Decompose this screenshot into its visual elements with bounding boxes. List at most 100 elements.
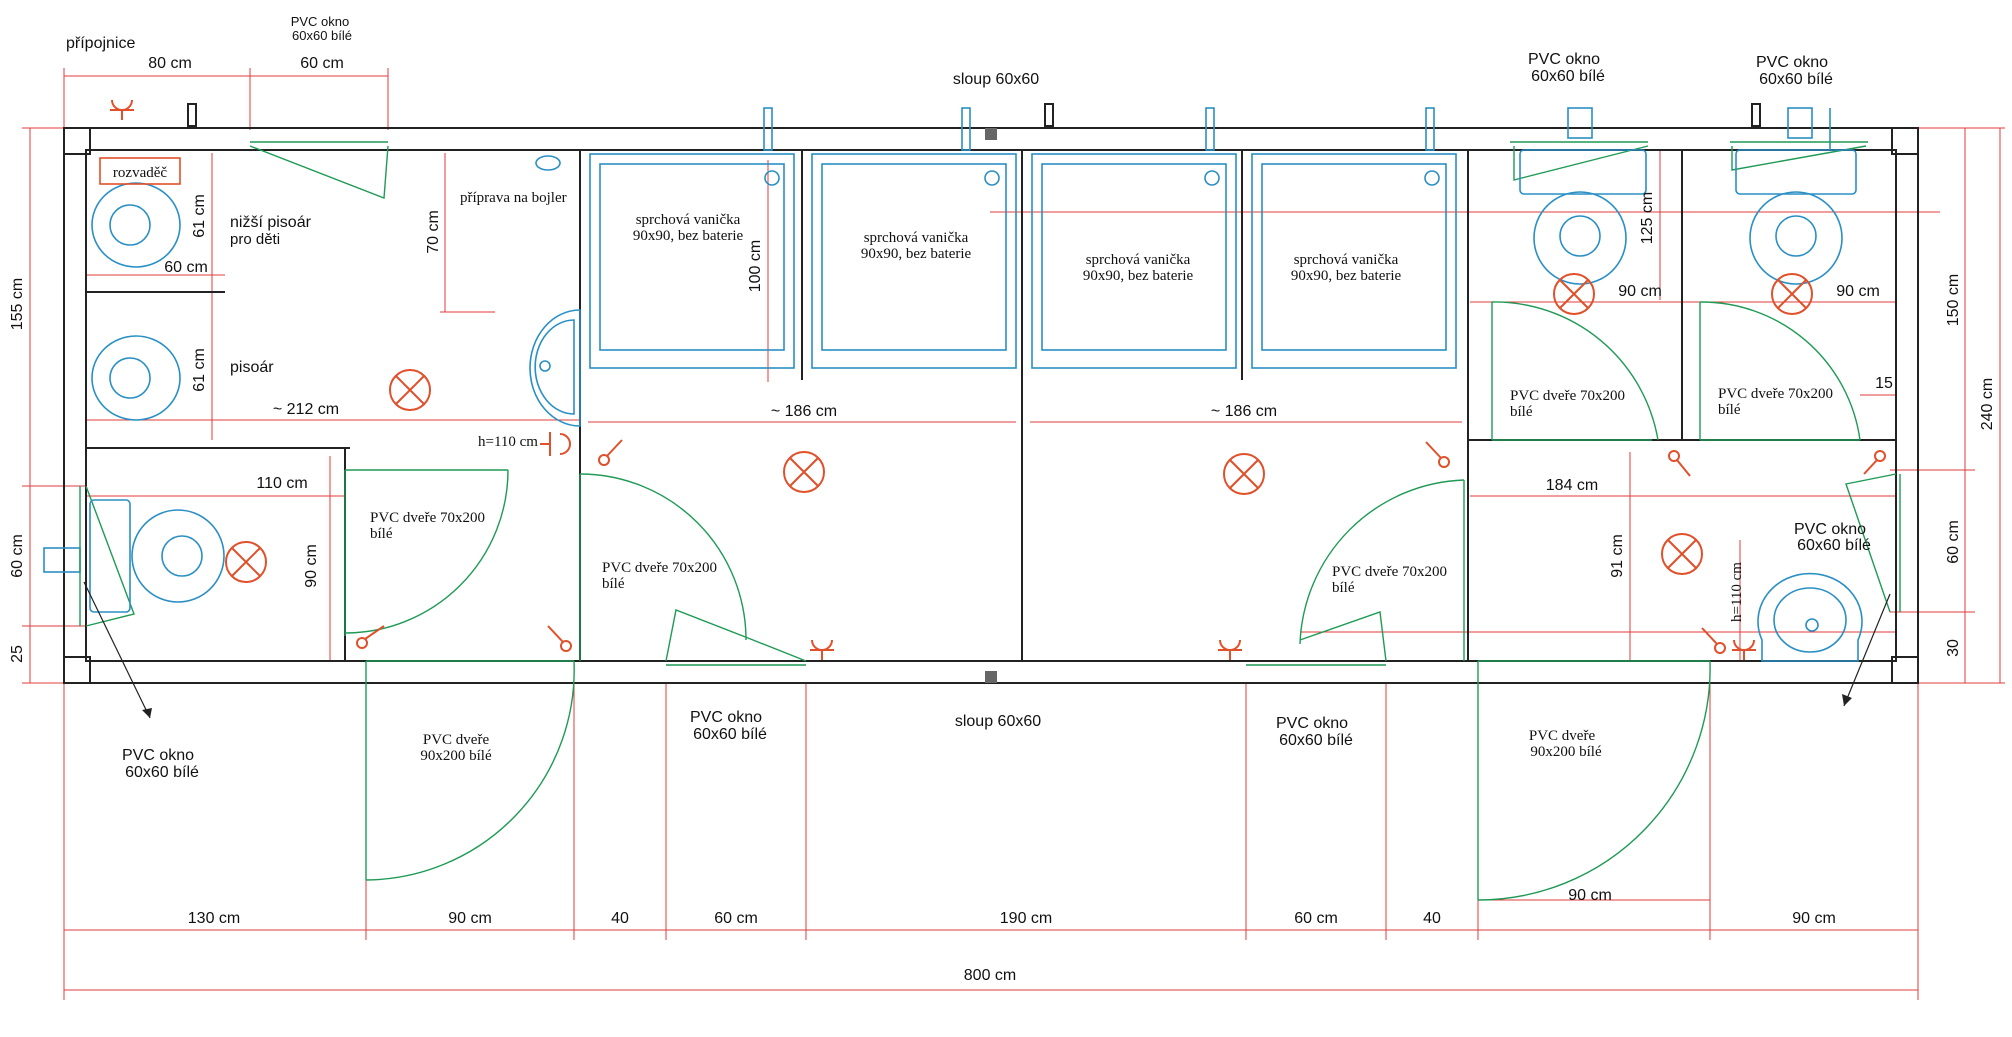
shower-tray-2 <box>811 153 1017 369</box>
dim-15: 15 <box>1875 375 1893 392</box>
ceiling-light-icon <box>1553 273 1595 315</box>
label-shower: sprchová vanička <box>864 230 969 246</box>
label-urinal-kids: nižší pisoár <box>230 214 312 231</box>
dim-top-60: 60 cm <box>300 55 344 72</box>
corner-post-br <box>1891 656 1919 684</box>
shower-tray-3 <box>1031 153 1237 369</box>
fixtures <box>89 149 1863 662</box>
label-window: PVC okno <box>291 14 350 29</box>
label-window: 60x60 bílé <box>1797 537 1871 554</box>
inner-wall <box>85 149 1897 662</box>
label-door: bílé <box>1718 402 1741 418</box>
label-entrance-door: 90x200 bílé <box>1530 744 1602 760</box>
label-door: bílé <box>602 576 625 592</box>
dim-left-25: 25 <box>9 645 26 663</box>
dim-total-800: 800 cm <box>964 967 1016 984</box>
washbasin-icon <box>1757 572 1863 662</box>
urinal-icon <box>91 182 181 268</box>
label-column: sloup 60x60 <box>955 713 1041 730</box>
socket-icon <box>540 432 571 456</box>
dim-186: ~ 186 cm <box>771 403 837 420</box>
label-door: PVC dveře 70x200 <box>1718 386 1833 402</box>
label-entrance-door: PVC dveře <box>1529 728 1596 744</box>
switch-icon <box>1863 450 1886 475</box>
label-window: PVC okno <box>1794 521 1866 538</box>
lights <box>99 99 1886 660</box>
washbasin-icon <box>529 309 581 427</box>
label-shower: sprchová vanička <box>1294 252 1399 268</box>
dim-right-30: 30 <box>1945 639 1962 657</box>
dim-top-80: 80 cm <box>148 55 192 72</box>
shower-tray-4 <box>1251 153 1457 369</box>
dim-right-60: 60 cm <box>1945 520 1962 564</box>
socket-icon <box>1218 639 1242 660</box>
label-window: PVC okno <box>122 747 194 764</box>
column-top <box>985 128 997 140</box>
toilet-icon <box>131 509 225 603</box>
switch-icon <box>1425 441 1450 468</box>
label-height: h=110 cm <box>1729 562 1745 622</box>
socket-icon <box>810 639 834 660</box>
label-shower: sprchová vanička <box>636 212 741 228</box>
label-window: 60x60 bílé <box>1759 71 1833 88</box>
label-pripojnice: přípojnice <box>66 35 135 52</box>
arrows <box>83 581 1891 719</box>
dim-urinal-60: 60 cm <box>164 259 208 276</box>
label-door: bílé <box>370 526 393 542</box>
label-window: 60x60 bílé <box>693 726 767 743</box>
ceiling-light-icon <box>389 369 431 411</box>
dim-left-60: 60 cm <box>9 534 26 578</box>
label-door: bílé <box>1332 580 1355 596</box>
dim-90: 90 cm <box>1836 283 1880 300</box>
dim-shower-100: 100 cm <box>747 240 764 292</box>
column-bottom <box>985 671 997 683</box>
switch-icon <box>1701 627 1726 654</box>
ceiling-light-icon <box>1771 273 1813 315</box>
label-shower: sprchová vanička <box>1086 252 1191 268</box>
switch-icon <box>1668 450 1691 477</box>
dim-right-240: 240 cm <box>1979 378 1996 430</box>
toilet-icon <box>1749 191 1843 285</box>
dimension-texts: 80 cm 60 cm 155 cm 60 cm 25 150 cm 240 c… <box>9 55 1996 984</box>
label-window: PVC okno <box>1528 51 1600 68</box>
label-urinal-kids: pro děti <box>230 231 280 248</box>
switch-icon <box>547 625 572 652</box>
label-shower: 90x90, bez baterie <box>1083 268 1194 284</box>
label-shower: 90x90, bez baterie <box>1291 268 1402 284</box>
label-window: 60x60 bílé <box>1531 68 1605 85</box>
dim-urinal-61: 61 cm <box>191 348 208 392</box>
dim-bottom-60: 60 cm <box>1294 910 1338 927</box>
label-window: PVC okno <box>1276 715 1348 732</box>
dim-91: 91 cm <box>1609 534 1626 578</box>
corner-post-tr <box>1891 127 1919 155</box>
switch-icon <box>598 439 623 466</box>
label-door: PVC dveře 70x200 <box>602 560 717 576</box>
label-boiler: příprava na bojler <box>460 190 567 206</box>
distribution-board <box>99 157 181 185</box>
corner-post-tl <box>63 127 91 155</box>
ceiling-light-icon <box>1661 533 1703 575</box>
dim-wc-110: 110 cm <box>256 475 307 492</box>
dim-90: 90 cm <box>1618 283 1662 300</box>
socket-icon <box>110 99 134 120</box>
dim-184: 184 cm <box>1546 477 1598 494</box>
dim-186: ~ 186 cm <box>1211 403 1277 420</box>
label-height: h=110 cm <box>478 434 538 450</box>
dim-bottom-60: 60 cm <box>714 910 758 927</box>
label-window: 60x60 bílé <box>125 764 199 781</box>
label-urinal: pisoár <box>230 359 274 376</box>
label-window: PVC okno <box>1756 54 1828 71</box>
label-shower: 90x90, bez baterie <box>861 246 972 262</box>
dim-urinal-61: 61 cm <box>191 194 208 238</box>
dim-right-150: 150 cm <box>1945 274 1962 326</box>
label-window: PVC okno <box>690 709 762 726</box>
dim-door-90: 90 cm <box>1568 887 1612 904</box>
windows <box>79 141 1901 666</box>
label-window: 60x60 bílé <box>292 28 352 43</box>
label-entrance-door: 90x200 bílé <box>420 748 492 764</box>
label-entrance-door: PVC dveře <box>423 732 490 748</box>
walls <box>43 103 1919 684</box>
ceiling-light-icon <box>783 451 825 493</box>
label-rozvadec: rozvaděč <box>113 165 167 181</box>
